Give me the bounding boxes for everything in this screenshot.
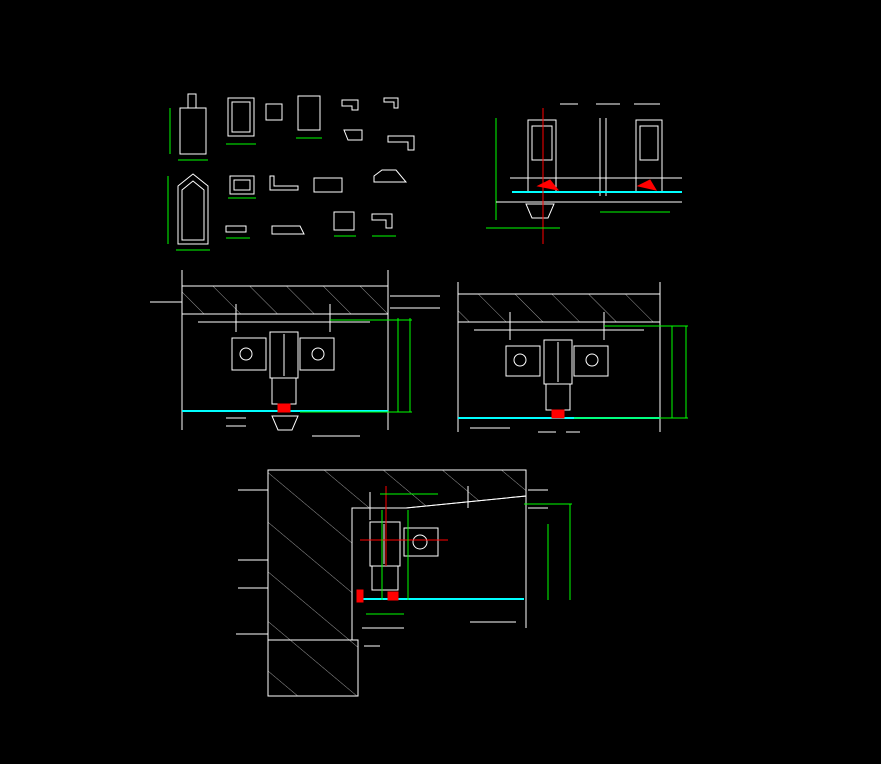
wall-junction-detail <box>236 469 572 697</box>
horizontal-section-right <box>457 282 688 433</box>
horizontal-section-left <box>150 270 440 437</box>
profile-sections-grid <box>167 93 415 251</box>
corner-mullion-detail <box>486 103 682 244</box>
